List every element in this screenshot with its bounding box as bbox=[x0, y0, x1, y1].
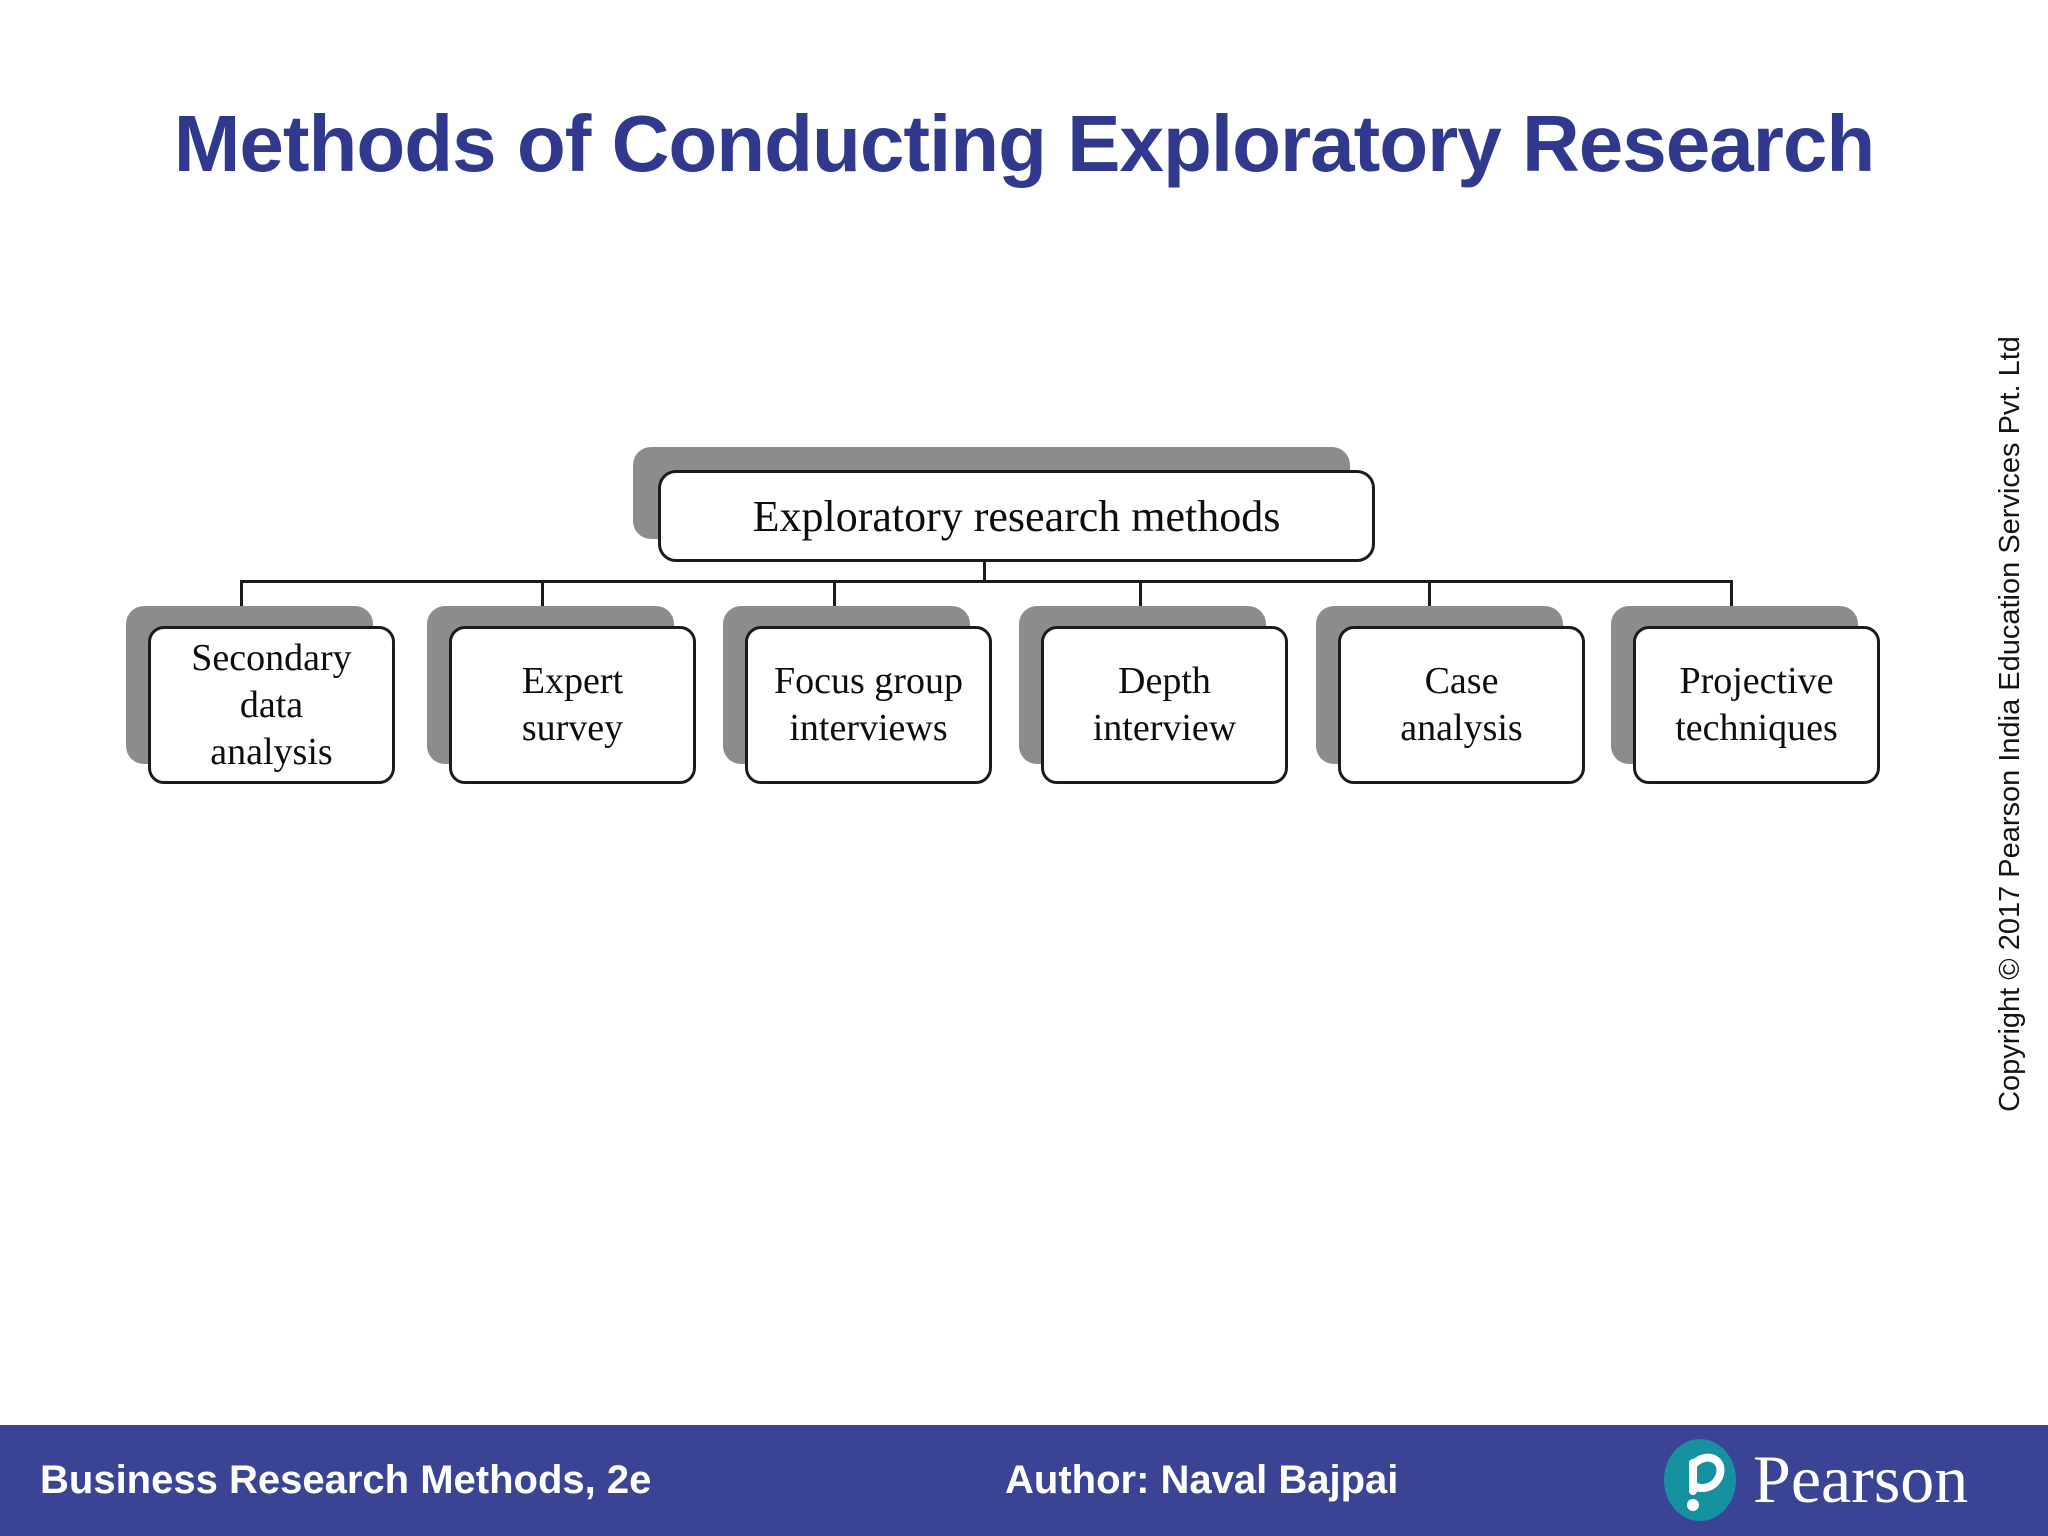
node-box: Case analysis bbox=[1338, 626, 1585, 784]
connector-stub bbox=[541, 580, 544, 612]
copyright-vertical-text: Copyright © 2017 Pearson India Education… bbox=[1994, 336, 2026, 1112]
footer-book-title: Business Research Methods, 2e bbox=[40, 1458, 652, 1502]
page-title: Methods of Conducting Exploratory Resear… bbox=[173, 99, 1875, 188]
node-box: Depth interview bbox=[1041, 626, 1288, 784]
connector-horizontal bbox=[240, 580, 1733, 583]
connector-stub bbox=[1730, 580, 1733, 612]
footer-bar: Business Research Methods, 2e Author: Na… bbox=[0, 1425, 2048, 1536]
node-box: Expert survey bbox=[449, 626, 696, 784]
node-secondary-data-analysis: Secondary data analysis bbox=[126, 606, 395, 784]
connector-root-stub bbox=[983, 558, 986, 583]
node-box: Focus group interviews bbox=[745, 626, 992, 784]
exploratory-research-diagram: Exploratory research methods Secondary d… bbox=[126, 447, 1880, 784]
connector-stub bbox=[833, 580, 836, 612]
pearson-wordmark: Pearson bbox=[1753, 1440, 1969, 1517]
node-depth-interview: Depth interview bbox=[1019, 606, 1288, 784]
connector-stub bbox=[1428, 580, 1431, 612]
node-box: Secondary data analysis bbox=[148, 626, 395, 784]
node-box: Exploratory research methods bbox=[658, 470, 1375, 562]
footer-author: Author: Naval Bajpai bbox=[1005, 1458, 1399, 1502]
node-projective-techniques: Projective techniques bbox=[1611, 606, 1880, 784]
node-focus-group-interviews: Focus group interviews bbox=[723, 606, 992, 784]
pearson-p-icon bbox=[1664, 1439, 1736, 1521]
node-box: Projective techniques bbox=[1633, 626, 1880, 784]
node-case-analysis: Case analysis bbox=[1316, 606, 1585, 784]
connector-stub bbox=[1139, 580, 1142, 612]
node-exploratory-research-methods: Exploratory research methods bbox=[633, 447, 1375, 562]
connector-stub bbox=[240, 580, 243, 612]
node-expert-survey: Expert survey bbox=[427, 606, 696, 784]
